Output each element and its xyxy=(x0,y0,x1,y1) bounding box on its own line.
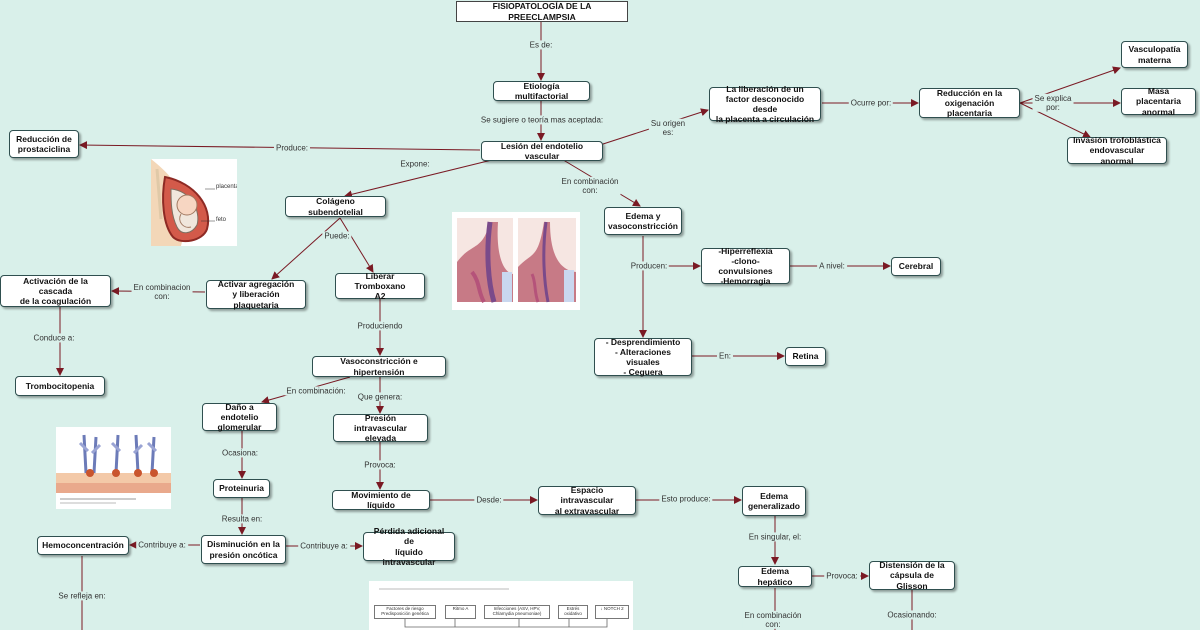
figure-box-3: Infecciones (ASV, HPV, Chlamydia pneumon… xyxy=(484,605,550,619)
label-en-singular: En singular, el: xyxy=(746,532,804,542)
glomerular-illustration xyxy=(56,427,171,509)
label-su-origen: Su origen es: xyxy=(648,118,688,138)
node-lesion[interactable]: Lesión del endotelio vascular xyxy=(481,141,603,161)
node-cerebral[interactable]: Cerebral xyxy=(891,257,941,276)
node-edema-hepatico[interactable]: Edema hepático xyxy=(738,566,812,587)
node-reduccion-oxigenacion[interactable]: Reducción en la oxigenación placentaria xyxy=(919,88,1020,118)
node-colageno[interactable]: Colágeno subendotelial xyxy=(285,196,386,217)
figure-box-2: Ritmo A xyxy=(445,605,476,619)
label-ocasiona: Ocasiona: xyxy=(219,448,261,458)
label-puede: Puede: xyxy=(322,231,352,241)
node-perdida-liquido[interactable]: Pérdida adicional de líquido intravascul… xyxy=(363,526,455,567)
factors-figure: Factores de riesgo Predisposición genéti… xyxy=(369,581,633,630)
label-es-de: Es de: xyxy=(527,40,555,50)
label-en-combinacion-con-1: En combinación con: xyxy=(559,176,621,196)
figure-box-4: Estrés oxidativo xyxy=(558,605,588,619)
label-a-nivel: A nivel: xyxy=(817,261,847,271)
label-se-explica: Se explica por: xyxy=(1032,93,1074,113)
label-provoca-2: Provoca: xyxy=(824,571,860,581)
node-proteinuria[interactable]: Proteinuria xyxy=(213,479,270,498)
node-dano-endotelio[interactable]: Daño a endotelio glomerular xyxy=(202,402,277,432)
label-expone: Expone: xyxy=(398,159,432,169)
node-hemoconcentracion[interactable]: Hemoconcentración xyxy=(37,536,129,555)
label-en-combinacion-con-3: En combinación con: xyxy=(742,610,804,630)
glomerular-drawing xyxy=(56,434,171,504)
label-produce: Produce: xyxy=(273,143,311,153)
node-presion-intravascular[interactable]: Presión intravascular elevada xyxy=(333,413,428,443)
node-etiologia[interactable]: Etiología multifactorial xyxy=(493,81,590,101)
label-se-refleja: Se refleja en: xyxy=(56,591,108,601)
uterus-label-top: placenta xyxy=(216,184,237,190)
label-producen: Producen: xyxy=(628,261,670,271)
node-desprendimiento[interactable]: - Desprendimiento - Alteraciones visuale… xyxy=(594,337,692,377)
label-conduce-a: Conduce a: xyxy=(31,333,77,343)
uterus-drawing xyxy=(151,159,215,246)
node-prostaciclina[interactable]: Reducción de prostaciclina xyxy=(9,130,79,158)
label-esto-produce: Esto produce: xyxy=(659,494,713,504)
node-tromboxano[interactable]: Liberar Tromboxano A2 xyxy=(335,271,425,301)
node-masa-placentaria[interactable]: Masa placentaria anormal xyxy=(1121,86,1196,117)
label-en-combinacion: En combinación: xyxy=(284,386,348,396)
figure-box-5: ↓ NOTCH 2 xyxy=(595,605,629,619)
label-se-sugiere: Se sugiere o teoría mas aceptada: xyxy=(478,115,606,125)
node-movimiento-liquido[interactable]: Movimiento de líquido xyxy=(332,490,430,510)
node-retina[interactable]: Retina xyxy=(785,347,826,366)
label-contribuye-1: Contribuye a: xyxy=(136,540,188,550)
label-produciendo: Produciendo xyxy=(355,321,405,331)
node-espacio-intravascular[interactable]: Espacio intravascular al extravascular xyxy=(538,485,636,516)
uterus-label-bottom: feto xyxy=(216,217,227,223)
label-en: En: xyxy=(716,351,734,361)
label-ocasionando: Ocasionando: xyxy=(885,610,939,620)
label-en-combinacion-con-2: En combinacion con: xyxy=(131,282,193,302)
placental-vessels-illustration xyxy=(452,212,580,310)
figure-box-1: Factores de riesgo Predisposición genéti… xyxy=(374,605,436,619)
label-ocurre-por: Ocurre por: xyxy=(848,98,894,108)
node-hiperreflexia[interactable]: -Hiperreflexia -clono-convulsiones -Hemo… xyxy=(701,246,790,286)
node-invasion[interactable]: Invasión trofoblástica endovascular anor… xyxy=(1067,135,1167,166)
node-distension-glisson[interactable]: Distensión de la cápsula de Glisson xyxy=(869,560,955,591)
node-edema-generalizado[interactable]: Edema generalizado xyxy=(742,486,806,516)
node-vasculopatia[interactable]: Vasculopatía materna xyxy=(1121,41,1188,68)
node-vasoconstriccion-hipertension[interactable]: Vasoconstricción e hipertensión xyxy=(312,356,446,377)
placental-vessels-drawing xyxy=(457,218,576,304)
label-que-genera: Que genera: xyxy=(355,392,405,402)
node-cascada[interactable]: Activación de la cascada de la coagulaci… xyxy=(0,275,111,307)
label-resulta-en: Resulta en: xyxy=(219,514,265,524)
label-provoca-1: Provoca: xyxy=(362,460,398,470)
node-disminucion-oncotica[interactable]: Disminución en la presión oncótica xyxy=(201,535,286,564)
node-activar[interactable]: Activar agregación y liberación plaqueta… xyxy=(206,279,306,310)
uterus-illustration: placenta feto xyxy=(151,159,237,246)
node-title[interactable]: FISIOPATOLOGÍA DE LA PREECLAMPSIA xyxy=(456,1,628,22)
label-desde: Desde: xyxy=(474,495,504,505)
node-edema-vasoconstriccion[interactable]: Edema y vasoconstricción xyxy=(604,207,682,235)
node-liberacion[interactable]: La liberación de un factor desconocido d… xyxy=(709,84,821,124)
label-contribuye-2: Contribuye a: xyxy=(298,541,350,551)
factors-figure-lines xyxy=(379,588,608,628)
node-trombocitopenia[interactable]: Trombocitopenia xyxy=(15,376,105,396)
